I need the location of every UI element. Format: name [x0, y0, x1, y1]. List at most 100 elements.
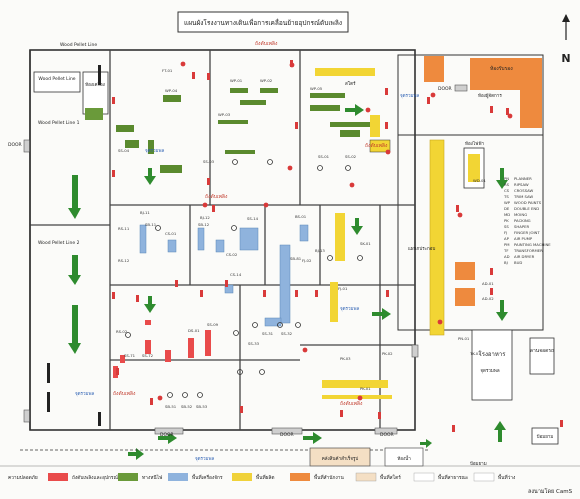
svg-text:PN-01: PN-01: [458, 336, 470, 341]
svg-text:RS-02: RS-02: [116, 329, 128, 334]
security-label: ป้อมยาม: [470, 461, 487, 467]
svg-text:RS-11: RS-11: [118, 226, 130, 231]
production-bottom: [322, 380, 388, 388]
svg-text:CS-14: CS-14: [230, 272, 242, 277]
grid-walls: [30, 50, 415, 430]
signature: ลงนามโดย CamS: [528, 487, 573, 495]
door-label-office: DOOR: [438, 86, 452, 92]
svg-text:FINGER JOINT: FINGER JOINT: [514, 230, 540, 235]
svg-text:FJ-02: FJ-02: [302, 258, 312, 263]
svg-text:BJ-13: BJ-13: [315, 248, 325, 253]
svg-text:DOUBLE END: DOUBLE END: [514, 206, 539, 211]
svg-text:PM: PM: [504, 242, 510, 247]
legend-label-2: ทางหนีไฟ: [142, 474, 163, 481]
production-top-box: [369, 139, 391, 153]
svg-text:PLANNER: PLANNER: [514, 176, 532, 181]
svg-text:WOOD PAINTS: WOOD PAINTS: [514, 200, 542, 205]
guard-label: ป้อมยาม: [537, 434, 554, 440]
machine-room-label: ห้องเครื่อง: [85, 81, 105, 88]
svg-text:TS: TS: [503, 194, 509, 199]
legend-label-5: พื้นที่สำนักงาน: [314, 473, 344, 481]
parking-block: [529, 337, 555, 375]
svg-text:WP-01: WP-01: [230, 78, 243, 83]
svg-text:WP-03: WP-03: [218, 112, 231, 117]
svg-text:RS: RS: [504, 182, 510, 187]
canteen-block: [471, 329, 513, 401]
red-machines: [113, 320, 211, 378]
svg-text:SS-72: SS-72: [142, 353, 154, 358]
fire-point-label: จุดรวมพล: [480, 368, 499, 374]
green-area-small: [85, 108, 103, 120]
svg-text:FT-01: FT-01: [162, 68, 173, 73]
fire-extinguisher-icons: [112, 60, 563, 432]
svg-text:TF: TF: [503, 248, 509, 253]
svg-text:SS-09: SS-09: [207, 322, 219, 327]
svg-text:CS: CS: [504, 188, 510, 193]
svg-text:BJ-11: BJ-11: [140, 210, 150, 215]
svg-text:MD: MD: [504, 212, 510, 217]
svg-text:FJ: FJ: [504, 230, 507, 235]
svg-text:SB-52: SB-52: [181, 404, 193, 409]
svg-text:SS-01: SS-01: [318, 154, 330, 159]
svg-text:WD-01: WD-01: [473, 178, 486, 183]
power-room-fill: [468, 154, 480, 182]
svg-text:BUD: BUD: [514, 260, 522, 265]
legend-label-3: พื้นที่เครื่องจักร: [192, 473, 223, 481]
svg-text:SB-51: SB-51: [165, 404, 177, 409]
svg-text:SS-33: SS-33: [248, 341, 260, 346]
svg-text:SS-71: SS-71: [124, 353, 136, 358]
production-mid-b: [330, 282, 338, 322]
svg-text:AIR DRYER: AIR DRYER: [514, 254, 535, 259]
svg-text:SHAPER: SHAPER: [514, 224, 530, 229]
paint-block-b: [455, 288, 475, 306]
production-mid-a: [335, 213, 345, 261]
svg-text:WP-04: WP-04: [165, 88, 178, 93]
parking-label: ลานจอดรถ: [530, 348, 554, 354]
svg-text:MOING: MOING: [514, 212, 527, 217]
hose-reel-icons: [125, 159, 363, 398]
legend-label-0: ความปลอดภัย: [8, 475, 38, 481]
machine-room: [82, 71, 109, 115]
office-block-a: [424, 56, 444, 82]
assembly-label: แผนกประกอบ: [408, 246, 435, 252]
extinguisher-label-top: ถังดับเพลิง: [255, 40, 278, 47]
svg-text:SS-03: SS-03: [203, 159, 215, 164]
svg-text:RIPSAW: RIPSAW: [514, 182, 529, 187]
svg-text:AP: AP: [504, 236, 510, 241]
legend-swatch-7: [413, 472, 435, 482]
production-line-vertical: [429, 139, 445, 336]
legend-swatch-1: [48, 473, 68, 481]
assembly-point-5: จุดรวมพล: [195, 456, 214, 462]
wood-pellet-top-label: Wood Pellet Line: [60, 42, 97, 48]
assembly-point-3: จุดรวมพล: [400, 93, 419, 99]
store-top-label: สโตร์: [345, 80, 356, 87]
door-label-south-1: DOOR: [160, 432, 174, 438]
canteen-label: โรงอาหาร: [479, 350, 507, 358]
legend-label-6: พื้นที่สโตร์: [380, 473, 401, 481]
svg-text:PK: PK: [504, 218, 509, 223]
svg-text:PAINTING MACHINE: PAINTING MACHINE: [514, 242, 551, 247]
legend-row: ความปลอดภัย ถังดับเพลิงและอุปกรณ์ ทางหนี…: [8, 472, 515, 482]
production-top-v: [370, 115, 380, 137]
wood-pellet-box: [33, 71, 81, 93]
title-box: [177, 11, 349, 33]
compass-label: N: [561, 52, 570, 65]
door-label-south-3: DOOR: [380, 432, 394, 438]
legend-swatch-2: [118, 473, 138, 481]
legend-swatch-3: [168, 473, 188, 481]
svg-text:SK-01: SK-01: [360, 241, 371, 246]
red-dot-markers: [157, 61, 513, 401]
svg-text:SS: SS: [504, 224, 509, 229]
svg-text:SS-04: SS-04: [118, 148, 130, 153]
north-compass-icon: N: [561, 14, 571, 65]
svg-text:TRIM SAW: TRIM SAW: [513, 194, 533, 199]
exit-arrows: [68, 104, 508, 460]
toilet-label: ห้องน้ำ: [397, 455, 411, 462]
storage-bottom-label: คลังสินค้าสำเร็จรูป: [322, 454, 359, 462]
svg-text:BS-01: BS-01: [295, 214, 307, 219]
svg-text:DS-01: DS-01: [188, 328, 200, 333]
assembly-point-2: จุดรวมพล: [340, 306, 359, 312]
svg-text:SS-32: SS-32: [281, 331, 293, 336]
